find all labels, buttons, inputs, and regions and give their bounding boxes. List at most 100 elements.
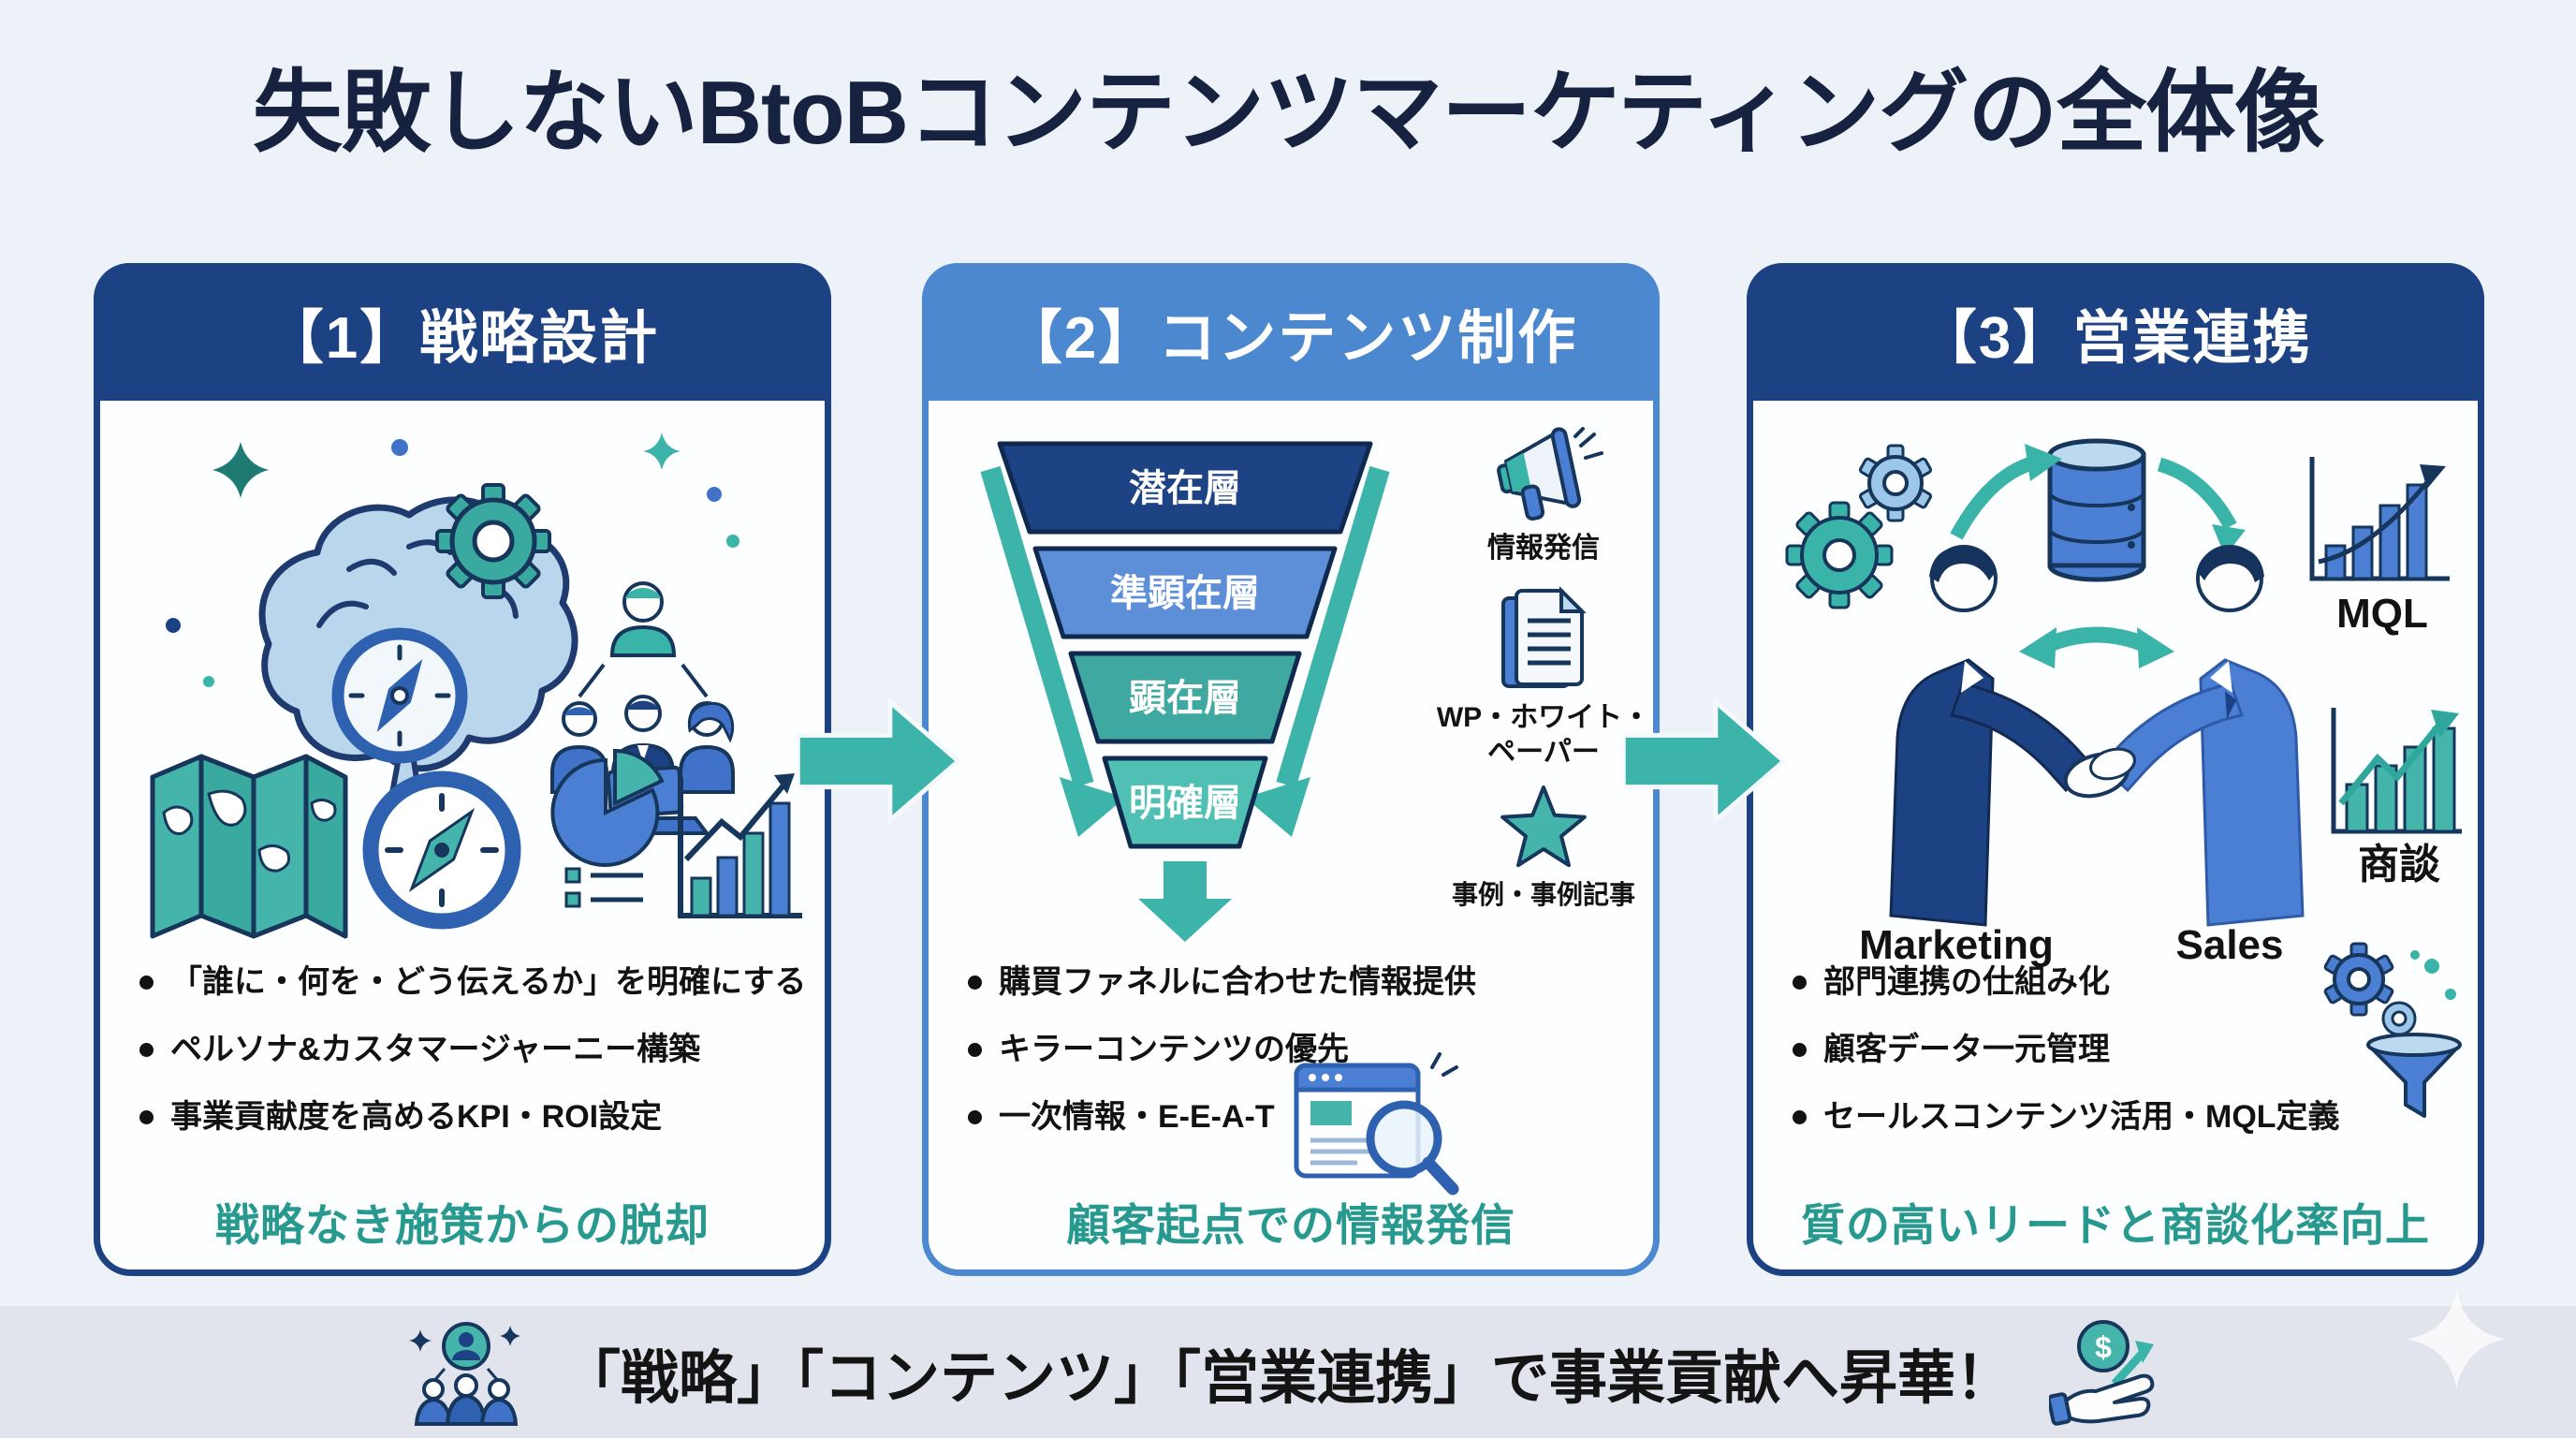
bullet-dot [1793, 975, 1807, 990]
two-way-arrow-head [2019, 627, 2056, 668]
panel-sales-alignment: 【3】営業連携 [1747, 263, 2484, 1276]
search-content-icon [1294, 1052, 1459, 1196]
list-item: ペルソナ&カスタマージャーニー構築 [139, 1032, 810, 1067]
funnel-tier-label: 準顕在層 [1110, 573, 1260, 614]
bullet-dot [968, 975, 982, 990]
sales-statement: 質の高いリードと商談化率向上 [1801, 1200, 2430, 1250]
sparkle-icon [643, 433, 681, 470]
strategy-illustration [150, 433, 802, 939]
banner-text: 「戦略」「コンテンツ」「営業連携」で事業貢献へ昇華！ [562, 1345, 2013, 1411]
pie-chart-icon [550, 748, 665, 908]
droplet-decoration [2410, 950, 2420, 960]
funnel-side-arrow [980, 465, 1390, 788]
gear-icon [1858, 444, 1933, 522]
bullet-dot [1793, 1042, 1807, 1057]
list-item: 一次情報・E-E-A-T [968, 1099, 1638, 1135]
list-item: キラーコンテンツの優先 [968, 1032, 1638, 1067]
world-map-icon [150, 754, 348, 939]
panel-content-header: 【2】コンテンツ制作 [922, 263, 1660, 401]
sales-bullet-list: 部門連携の仕組み化 顧客データ一元管理 セールスコンテンツ活用・MQL定義 [1793, 964, 2463, 1167]
funnel-tier-2 [1032, 546, 1338, 639]
lead-funnel-icon [2323, 942, 2462, 1118]
whitepaper-documents-icon [1501, 585, 1587, 688]
list-item: 購買ファネルに合わせた情報提供 [968, 964, 1638, 1000]
funnel-side-arrow-head [1245, 777, 1310, 837]
meeting-label: 商談 [2358, 842, 2440, 888]
funnel-tier-3 [1068, 651, 1302, 744]
compass-icon [362, 770, 521, 930]
bullet-dot [139, 975, 154, 990]
curved-arrow [1950, 455, 2037, 540]
bullet-text: ペルソナ&カスタマージャーニー構築 [170, 1032, 701, 1068]
funnel-tier-label: 顕在層 [1129, 678, 1241, 719]
two-way-arrow-head [2137, 627, 2174, 668]
bullet-dot [968, 1042, 982, 1057]
list-item: 顧客データ一元管理 [1793, 1032, 2463, 1067]
gear-icon [2381, 1001, 2417, 1036]
sparkle-icon [2408, 1290, 2506, 1388]
coin-dollar-symbol: $ [2095, 1330, 2112, 1364]
page-title: 失敗しないBtoBコンテンツマーケティングの全体像 [252, 63, 2325, 163]
sparkle-icon [408, 1329, 432, 1352]
meeting-chart-icon [2331, 708, 2462, 834]
curved-arrow-head [2025, 444, 2062, 481]
dot-decoration [707, 487, 722, 502]
funnel-tier-label: 潜在層 [1129, 468, 1241, 509]
gear-icon [435, 483, 551, 599]
list-item: 部門連携の仕組み化 [1793, 964, 2463, 1000]
content-types-column: 情報発信 WP・ホワイト・ペーパー 事例・事例記事 [1427, 427, 1661, 911]
list-item: 「誰に・何を・どう伝えるか」を明確にする [139, 964, 810, 1000]
mql-chart-icon [2309, 457, 2450, 581]
panel-content-production: 【2】コンテンツ制作 潜在層 準顕在層 顕在層 明確層 [922, 263, 1660, 1276]
summary-banner: 「戦略」「コンテンツ」「営業連携」で事業貢献へ昇華！ $ [0, 1306, 2576, 1438]
database-icon [2047, 438, 2146, 582]
list-icon [564, 867, 643, 908]
funnel-tier-1 [997, 441, 1373, 535]
funnel-icon [2366, 1033, 2462, 1118]
hand-coin-icon: $ [2049, 1319, 2155, 1426]
funnel-tier-label: 明確層 [1129, 783, 1241, 824]
team-network-icon [408, 1322, 520, 1426]
bullet-dot [1793, 1109, 1807, 1124]
content-type-label: 事例・事例記事 [1451, 879, 1635, 909]
sparkle-icon [212, 442, 269, 498]
curved-arrow-head [2212, 524, 2246, 556]
curved-arrow [2157, 457, 2237, 530]
bullet-dot [139, 1109, 154, 1124]
dot-decoration [726, 535, 739, 548]
dot-decoration [203, 676, 214, 687]
bullet-text: 事業貢献度を高めるKPI・ROI設定 [170, 1099, 663, 1136]
content-statement: 顧客起点での情報発信 [1066, 1200, 1515, 1250]
bullet-text: 一次情報・E-E-A-T [999, 1099, 1275, 1136]
droplet-decoration [2445, 989, 2456, 1000]
content-type-label: 情報発信 [1487, 533, 1600, 564]
two-way-arrow [2042, 626, 2152, 653]
funnel-tier-4 [1102, 756, 1268, 849]
list-item: 事業貢献度を高めるKPI・ROI設定 [139, 1099, 810, 1135]
flow-arrow-icon [1623, 697, 1788, 826]
star-icon [1500, 785, 1587, 867]
strategy-statement: 戦略なき施策からの脱却 [215, 1200, 710, 1250]
bullet-text: キラーコンテンツの優先 [999, 1032, 1349, 1068]
bar-chart-icon [678, 773, 802, 918]
bullet-text: 購買ファネルに合わせた情報提供 [999, 964, 1476, 1000]
bullet-dot [968, 1109, 982, 1124]
compass-icon [331, 627, 468, 764]
down-arrow-icon [1138, 861, 1232, 942]
megaphone-icon [1497, 427, 1603, 521]
content-bullet-list: 購買ファネルに合わせた情報提供 キラーコンテンツの優先 一次情報・E-E-A-T [968, 964, 1638, 1167]
bullet-text: 部門連携の仕組み化 [1823, 964, 2110, 1000]
bullet-text: 「誰に・何を・どう伝えるか」を明確にする [170, 964, 807, 1000]
funnel-side-arrow-head [1060, 777, 1125, 837]
sales-alignment-diagram: MQL 商談 [1785, 438, 2462, 968]
dot-decoration [166, 618, 181, 633]
gear-icon [2323, 942, 2394, 1017]
handshake-illustration [1889, 545, 2305, 927]
sparkle-icon [499, 1326, 520, 1346]
mql-label: MQL [2336, 591, 2428, 637]
flow-arrow-icon [798, 697, 962, 826]
strategy-bullet-list: 「誰に・何を・どう伝えるか」を明確にする ペルソナ&カスタマージャーニー構築 事… [139, 964, 810, 1167]
bullet-dot [139, 1042, 154, 1057]
purchase-funnel-diagram: 潜在層 準顕在層 顕在層 明確層 [980, 441, 1390, 942]
droplet-decoration [2424, 959, 2439, 974]
